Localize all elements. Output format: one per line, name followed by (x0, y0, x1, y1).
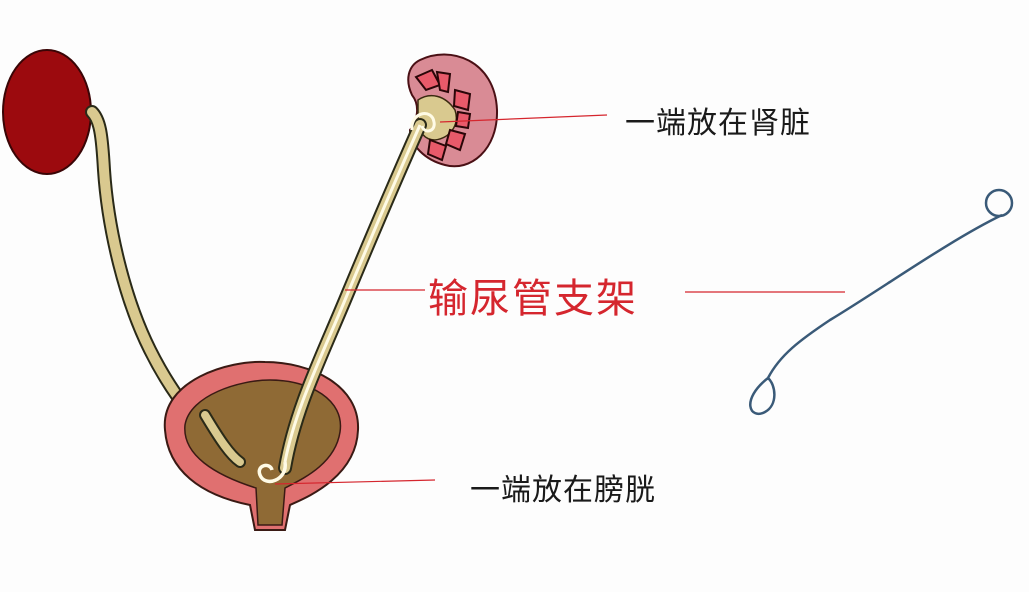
stent-in-ureter (283, 124, 422, 463)
kidney-end-label: 一端放在肾脏 (625, 106, 811, 141)
renal-calyces (414, 68, 472, 162)
kidney-pointer-line (439, 114, 608, 123)
left-kidney (2, 49, 92, 175)
stent-label: 输尿管支架 (428, 276, 638, 322)
bladder-interior (184, 379, 342, 526)
kidney-pigtail (410, 112, 436, 133)
bladder-pointer-line (274, 479, 436, 485)
bladder-pigtail (257, 461, 287, 484)
bladder-end-label: 一端放在膀胱 (470, 473, 656, 508)
stent-wire (749, 188, 1014, 415)
